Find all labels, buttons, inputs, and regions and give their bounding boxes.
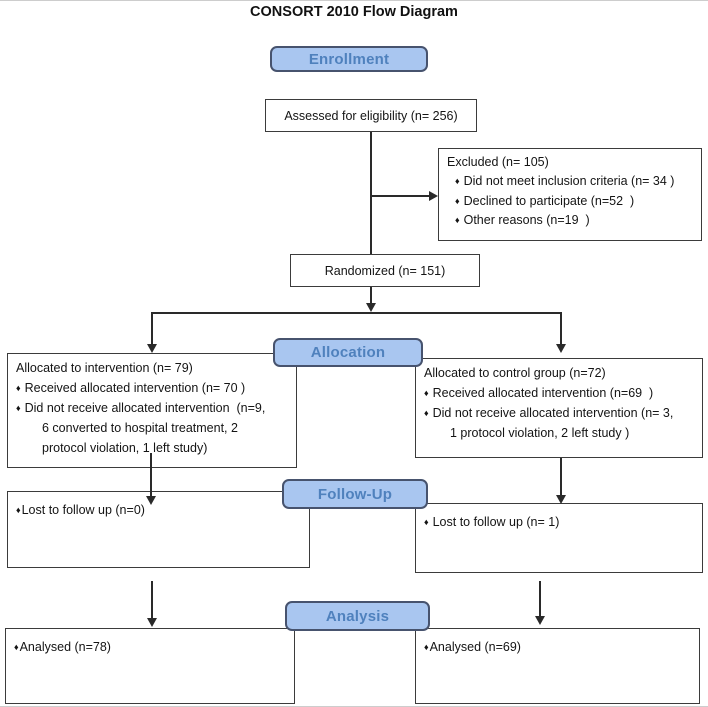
followup-left-item-text: Lost to follow up (n=0) bbox=[21, 503, 145, 517]
arrowhead-down-icon bbox=[556, 344, 566, 353]
excluded-item: ♦Other reasons (n=19 ) bbox=[447, 211, 693, 230]
connector-branch-right bbox=[560, 312, 562, 345]
bullet-icon: ♦ bbox=[14, 642, 19, 652]
flow-box-excluded: Excluded (n= 105) ♦Did not meet inclusio… bbox=[438, 148, 702, 241]
bullet-icon: ♦ bbox=[455, 195, 460, 206]
arrowhead-down-icon bbox=[146, 496, 156, 505]
allocation-left-item-text: Did not receive allocated intervention (… bbox=[24, 401, 266, 415]
arrowhead-right-icon bbox=[429, 191, 438, 201]
bullet-icon: ♦ bbox=[424, 388, 429, 398]
bullet-icon: ♦ bbox=[16, 383, 21, 393]
allocation-right-continuation: 1 protocol violation, 2 left study ) bbox=[450, 426, 630, 440]
connector-branch-horizontal bbox=[151, 312, 561, 314]
allocation-right-item: ♦Did not receive allocated intervention … bbox=[424, 403, 694, 423]
connector-allocleft-followup bbox=[150, 453, 152, 497]
followup-right-item: ♦Lost to follow up (n= 1) bbox=[424, 512, 694, 532]
arrowhead-down-icon bbox=[535, 616, 545, 625]
analysis-left-item: ♦Analysed (n=78) bbox=[14, 637, 286, 657]
connector-fuleft-analysis bbox=[151, 581, 153, 619]
stage-label-followup: Follow-Up bbox=[282, 479, 428, 509]
excluded-item-text: Other reasons (n=19 ) bbox=[463, 213, 590, 228]
allocation-left-continuation: 6 converted to hospital treatment, 2 bbox=[42, 421, 238, 435]
bullet-icon: ♦ bbox=[16, 403, 21, 413]
arrowhead-down-icon bbox=[147, 618, 157, 627]
allocation-left-item-text: Received allocated intervention (n= 70 ) bbox=[24, 381, 246, 395]
bullet-icon: ♦ bbox=[424, 517, 429, 527]
followup-left-item: ♦Lost to follow up (n=0) bbox=[16, 500, 301, 520]
flow-box-followup-intervention: ♦Lost to follow up (n=0) bbox=[7, 491, 310, 568]
flow-box-analysis-control: ♦Analysed (n=69) bbox=[415, 628, 700, 704]
excluded-title: Excluded (n= 105) bbox=[447, 155, 549, 169]
stage-label-enrollment: Enrollment bbox=[270, 46, 428, 72]
excluded-item-text: Declined to participate (n=52 ) bbox=[463, 193, 635, 208]
allocation-left-continuation: protocol violation, 1 left study) bbox=[42, 441, 208, 455]
flow-box-assessed: Assessed for eligibility (n= 256) bbox=[265, 99, 477, 132]
randomized-text: Randomized (n= 151) bbox=[324, 263, 446, 278]
followup-right-item-text: Lost to follow up (n= 1) bbox=[432, 515, 560, 529]
bullet-icon: ♦ bbox=[16, 505, 21, 515]
excluded-item: ♦Did not meet inclusion criteria (n= 34 … bbox=[447, 172, 693, 191]
stage-label-allocation: Allocation bbox=[273, 338, 423, 367]
connector-branch-left bbox=[151, 312, 153, 345]
connector-allocright-followup bbox=[560, 458, 562, 496]
flow-box-allocated-intervention: Allocated to intervention (n= 79) ♦Recei… bbox=[7, 353, 297, 468]
stage-label-analysis: Analysis bbox=[285, 601, 430, 631]
allocation-right-item-text: Did not receive allocated intervention (… bbox=[432, 406, 674, 420]
bullet-icon: ♦ bbox=[455, 176, 460, 187]
bullet-icon: ♦ bbox=[424, 642, 429, 652]
analysis-right-item: ♦Analysed (n=69) bbox=[424, 637, 691, 657]
allocation-left-title: Allocated to intervention (n= 79) bbox=[16, 361, 193, 375]
allocation-right-title: Allocated to control group (n=72) bbox=[424, 366, 606, 380]
diagram-title: CONSORT 2010 Flow Diagram bbox=[250, 4, 458, 20]
excluded-item-text: Did not meet inclusion criteria (n= 34 ) bbox=[463, 174, 675, 189]
arrowhead-down-icon bbox=[556, 495, 566, 504]
allocation-right-item-text: Received allocated intervention (n=69 ) bbox=[432, 386, 654, 400]
analysis-left-item-text: Analysed (n=78) bbox=[19, 640, 111, 654]
allocation-right-item: ♦Received allocated intervention (n=69 ) bbox=[424, 383, 694, 403]
bullet-icon: ♦ bbox=[455, 215, 460, 226]
bullet-icon: ♦ bbox=[424, 408, 429, 418]
allocation-left-item: ♦Did not receive allocated intervention … bbox=[16, 398, 288, 418]
connector-assessed-randomized bbox=[370, 132, 372, 254]
analysis-right-item-text: Analysed (n=69) bbox=[429, 640, 521, 654]
flow-box-analysis-intervention: ♦Analysed (n=78) bbox=[5, 628, 295, 704]
flow-box-randomized: Randomized (n= 151) bbox=[290, 254, 480, 287]
excluded-item: ♦Declined to participate (n=52 ) bbox=[447, 192, 693, 211]
connector-to-excluded bbox=[371, 195, 429, 197]
arrowhead-down-icon bbox=[366, 303, 376, 312]
assessed-text: Assessed for eligibility (n= 256) bbox=[284, 108, 458, 123]
connector-randomized-branch bbox=[370, 287, 372, 304]
flow-box-allocated-control: Allocated to control group (n=72) ♦Recei… bbox=[415, 358, 703, 458]
connector-furight-analysis bbox=[539, 581, 541, 617]
arrowhead-down-icon bbox=[147, 344, 157, 353]
flow-box-followup-control: ♦Lost to follow up (n= 1) bbox=[415, 503, 703, 573]
allocation-left-item: ♦Received allocated intervention (n= 70 … bbox=[16, 378, 288, 398]
